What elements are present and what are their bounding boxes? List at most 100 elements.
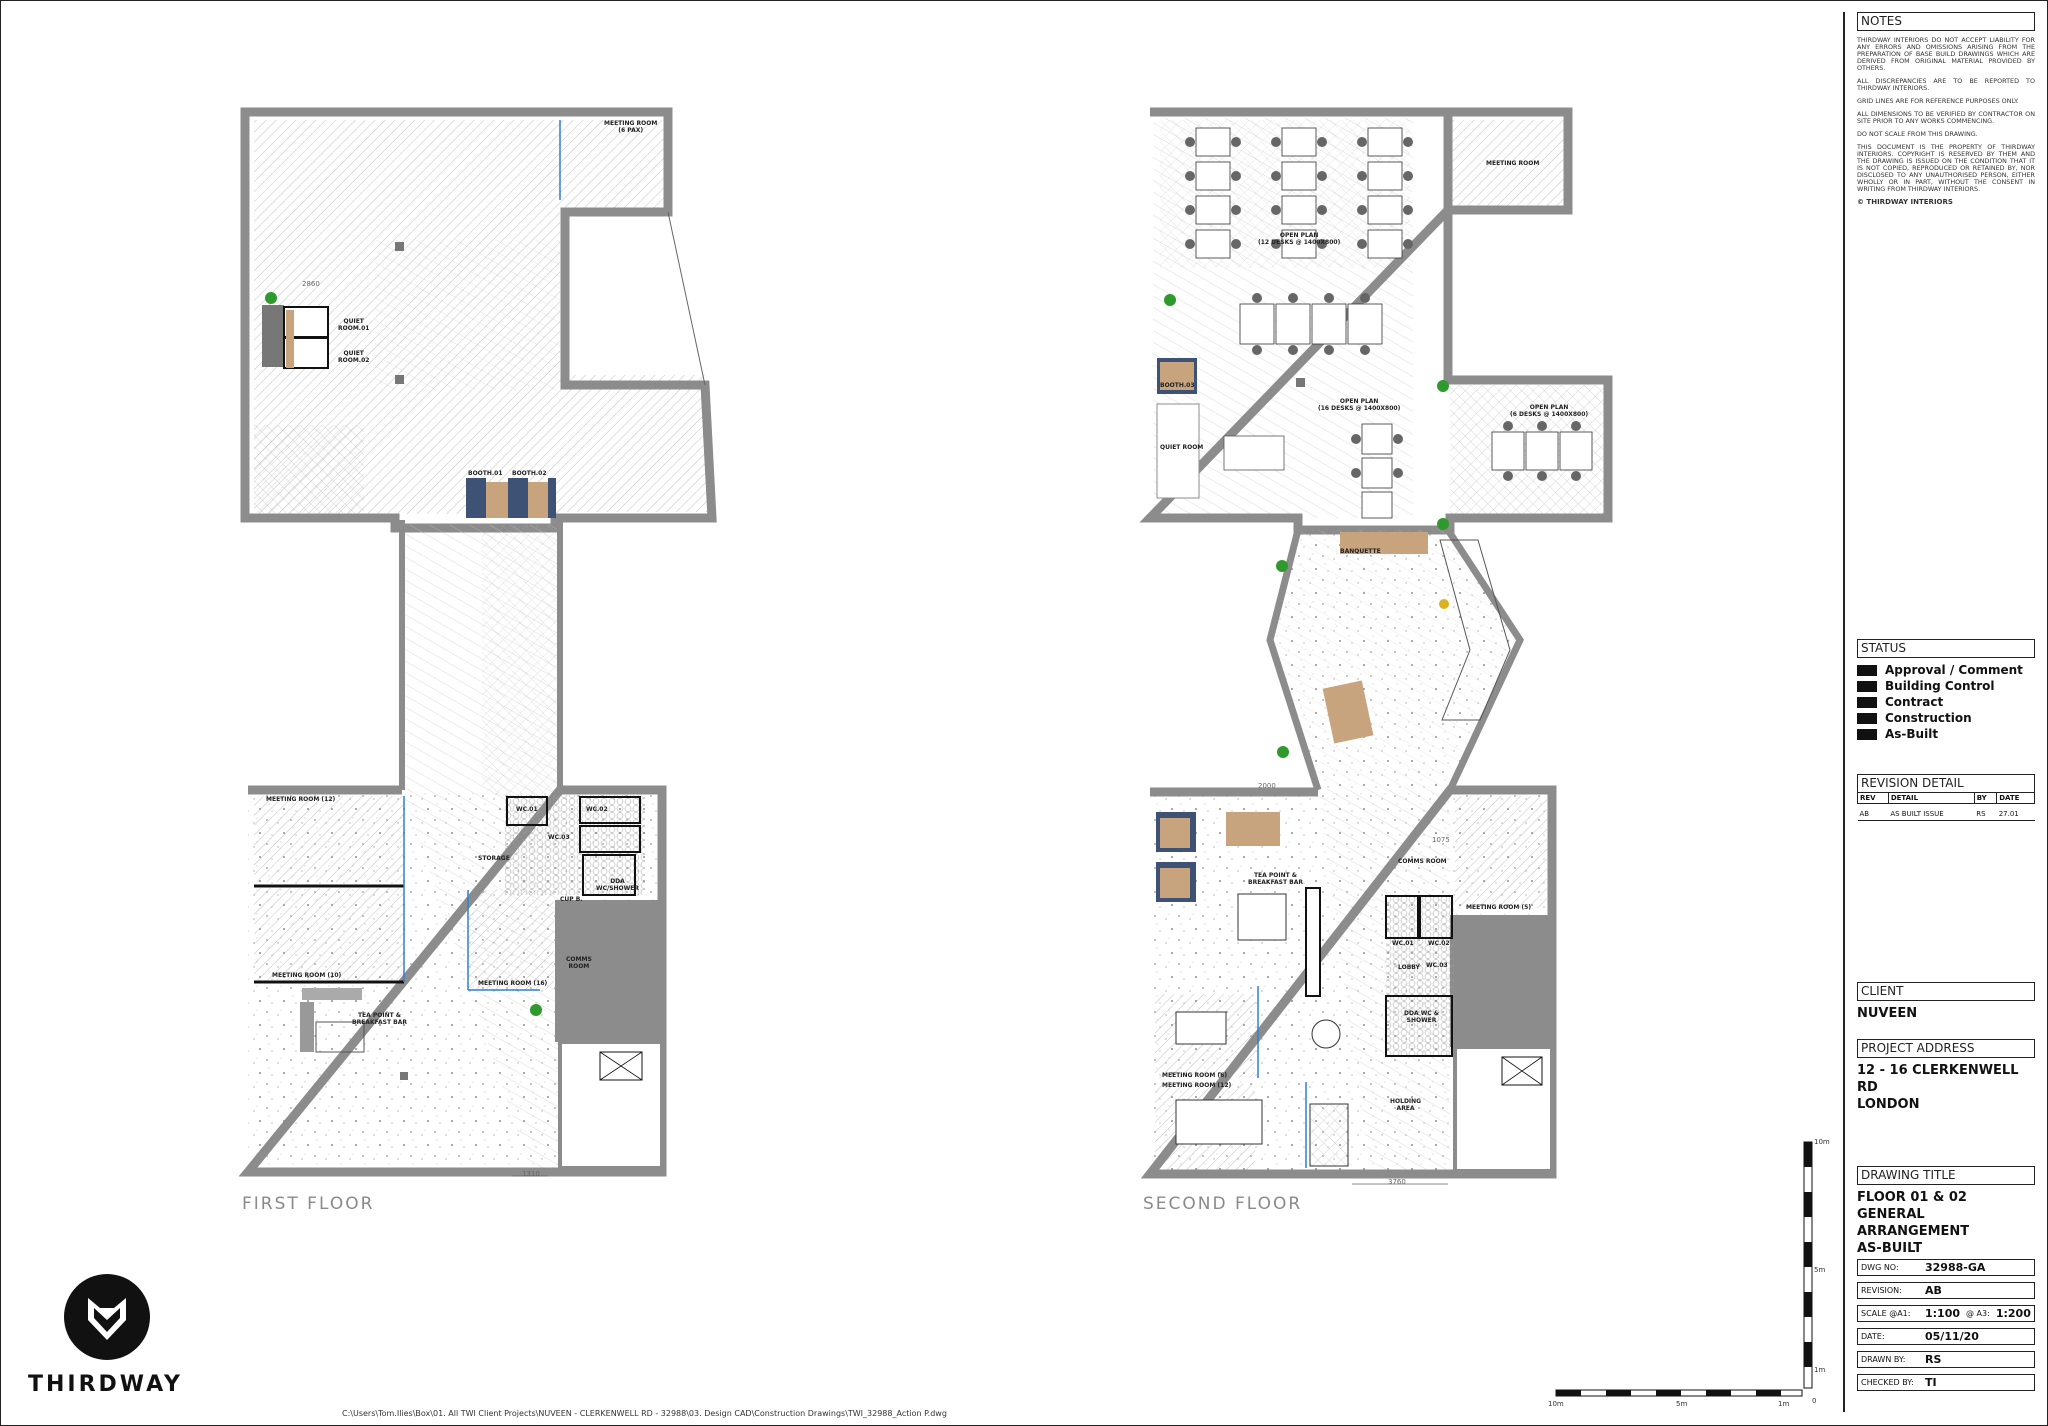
scale-label: 10m xyxy=(1814,1138,1830,1146)
scale-bars xyxy=(1555,1141,1813,1397)
drawing-title-line-1: FLOOR 01 & 02 xyxy=(1857,1190,1967,1205)
room-label: WC.01 xyxy=(1392,940,1414,947)
status-swatch xyxy=(1857,712,1877,724)
room-label: BOOTH.03 xyxy=(1160,382,1195,389)
fox-logo-icon xyxy=(64,1274,150,1360)
room-label: DDA WC & SHOWER xyxy=(1404,1010,1440,1024)
scale-label: 5m xyxy=(1676,1400,1688,1408)
room-label: QUIET ROOM.01 xyxy=(338,318,370,332)
dimension-label: 2000 xyxy=(1258,782,1276,790)
drawing-info-panel: DWG NO:32988-GA REVISION:AB SCALE @A1:1:… xyxy=(1857,1259,2035,1397)
scale-label: 0 xyxy=(1812,1397,1817,1405)
checked-by-row: CHECKED BY:TI xyxy=(1857,1374,2035,1391)
scale-row: SCALE @A1:1:100 @ A3:1:200 xyxy=(1857,1305,2035,1322)
room-label: HOLDING AREA xyxy=(1390,1098,1422,1112)
room-label: STORAGE xyxy=(478,855,510,862)
drawing-title-heading: DRAWING TITLE xyxy=(1857,1166,2035,1185)
copyright-note: © THIRDWAY INTERIORS xyxy=(1857,198,1953,206)
room-label: MEETING ROOM (12) xyxy=(266,796,336,803)
room-label: TEA POINT & BREAKFAST BAR xyxy=(352,1012,407,1026)
first-floor-plan xyxy=(238,107,717,1177)
room-label: WC.03 xyxy=(548,834,570,841)
second-floor-label: SECOND FLOOR xyxy=(1143,1194,1303,1214)
note-paragraph: Grid lines are for reference purposes on… xyxy=(1857,97,2019,105)
room-label: WC.02 xyxy=(1428,940,1450,947)
room-label: CUP B. xyxy=(560,896,583,903)
floor-plans-svg xyxy=(238,107,1813,1397)
note-paragraph: This document is the property of Thirdwa… xyxy=(1857,143,2035,193)
logo-name: THIRDWAY xyxy=(28,1372,183,1397)
first-floor-label: FIRST FLOOR xyxy=(242,1194,375,1214)
scale-label: 1m xyxy=(1778,1400,1790,1408)
drawing-title-line-2: GENERAL ARRANGEMENT xyxy=(1857,1207,1970,1239)
room-label: WC.01 xyxy=(516,806,538,813)
room-label: QUIET ROOM xyxy=(1160,444,1204,451)
room-label: BANQUETTE xyxy=(1340,548,1381,555)
revision-table: REV DETAIL BY DATE AB AS BUILT ISSUE RS … xyxy=(1857,793,2035,821)
room-label: MEETING ROOM (10) xyxy=(272,972,342,979)
status-item: Approval / Comment xyxy=(1857,662,2035,678)
address-line-2: LONDON xyxy=(1857,1097,1920,1112)
room-label: OPEN PLAN (6 DESKS @ 1400X800) xyxy=(1510,404,1589,418)
room-label: OPEN PLAN (12 DESKS @ 1400X800) xyxy=(1258,232,1341,246)
room-label: COMMS ROOM xyxy=(1398,858,1447,865)
rev-col-header: DATE xyxy=(1996,793,2035,804)
revision-panel: REVISION DETAIL REV DETAIL BY DATE AB AS… xyxy=(1857,774,2035,821)
revision-heading: REVISION DETAIL xyxy=(1857,774,2035,793)
room-label: COMMS ROOM xyxy=(566,956,592,970)
scale-label: 5m xyxy=(1814,1266,1826,1274)
room-label: WC.03 xyxy=(1426,962,1448,969)
note-paragraph: All discrepancies are to be reported to … xyxy=(1857,77,2035,92)
client-heading: CLIENT xyxy=(1857,982,2035,1001)
address-heading: PROJECT ADDRESS xyxy=(1857,1039,2035,1058)
rev-col-header: REV xyxy=(1857,793,1889,804)
room-label: MEETING ROOM (6 PAX) xyxy=(604,120,658,134)
client-panel: CLIENT NUVEEN xyxy=(1857,982,2035,1022)
notes-body: Thirdway Interiors do not accept liabili… xyxy=(1857,37,2035,206)
note-paragraph: Thirdway Interiors do not accept liabili… xyxy=(1857,36,2035,72)
second-floor-plan xyxy=(1139,107,1613,1185)
room-label: QUIET ROOM.02 xyxy=(338,350,370,364)
drawing-title-panel: DRAWING TITLE FLOOR 01 & 02 GENERAL ARRA… xyxy=(1857,1166,2035,1257)
status-swatch xyxy=(1857,696,1877,708)
room-label: OPEN PLAN (16 DESKS @ 1400X800) xyxy=(1318,398,1401,412)
table-row: AB AS BUILT ISSUE RS 27.01 xyxy=(1857,803,2035,821)
address-panel: PROJECT ADDRESS 12 - 16 CLERKENWELL RD L… xyxy=(1857,1039,2035,1113)
notes-panel: NOTES Thirdway Interiors do not accept l… xyxy=(1857,12,2035,212)
room-label: MEETING ROOM (5) xyxy=(1466,904,1532,911)
room-label: TEA POINT & BREAKFAST BAR xyxy=(1248,872,1303,886)
note-paragraph: Do not scale from this drawing. xyxy=(1857,130,1978,138)
room-label: BOOTH.01 xyxy=(468,470,503,477)
room-label: WC.02 xyxy=(586,806,608,813)
date-row: DATE:05/11/20 xyxy=(1857,1328,2035,1345)
note-paragraph: All dimensions to be verified by contrac… xyxy=(1857,110,2035,125)
thirdway-logo: THIRDWAY xyxy=(28,1274,184,1397)
dimension-label: 3760 xyxy=(1388,1178,1406,1186)
dimension-label: 1310 xyxy=(522,1170,540,1178)
status-heading: STATUS xyxy=(1857,639,2035,658)
room-label: MEETING ROOM (12) xyxy=(1162,1082,1232,1089)
dimension-label: 1075 xyxy=(1432,836,1450,844)
room-label: BOOTH.02 xyxy=(512,470,547,477)
address-line-1: 12 - 16 CLERKENWELL RD xyxy=(1857,1063,2019,1095)
status-panel: STATUS Approval / Comment Building Contr… xyxy=(1857,639,2035,742)
status-swatch xyxy=(1857,728,1877,740)
status-item: Contract xyxy=(1857,694,2035,710)
rev-col-header: BY xyxy=(1973,793,1998,804)
file-path: C:\Users\Tom.Ilies\Box\01. All TWI Clien… xyxy=(342,1409,947,1418)
status-item: Building Control xyxy=(1857,678,2035,694)
dwg-no-row: DWG NO:32988-GA xyxy=(1857,1259,2035,1276)
room-label: MEETING ROOM xyxy=(1486,160,1540,167)
revision-row: REVISION:AB xyxy=(1857,1282,2035,1299)
dimension-label: 2860 xyxy=(302,280,320,288)
status-item: Construction xyxy=(1857,710,2035,726)
status-swatch xyxy=(1857,664,1877,676)
client-name: NUVEEN xyxy=(1857,1006,1918,1021)
scale-label: 10m xyxy=(1548,1400,1564,1408)
rev-col-header: DETAIL xyxy=(1887,793,1975,804)
title-block-divider xyxy=(1843,12,1845,1412)
room-label: LOBBY xyxy=(1398,964,1420,971)
scale-label: 1m xyxy=(1814,1366,1826,1374)
room-label: MEETING ROOM (16) xyxy=(478,980,548,987)
drawing-title-line-3: AS-BUILT xyxy=(1857,1241,1923,1256)
